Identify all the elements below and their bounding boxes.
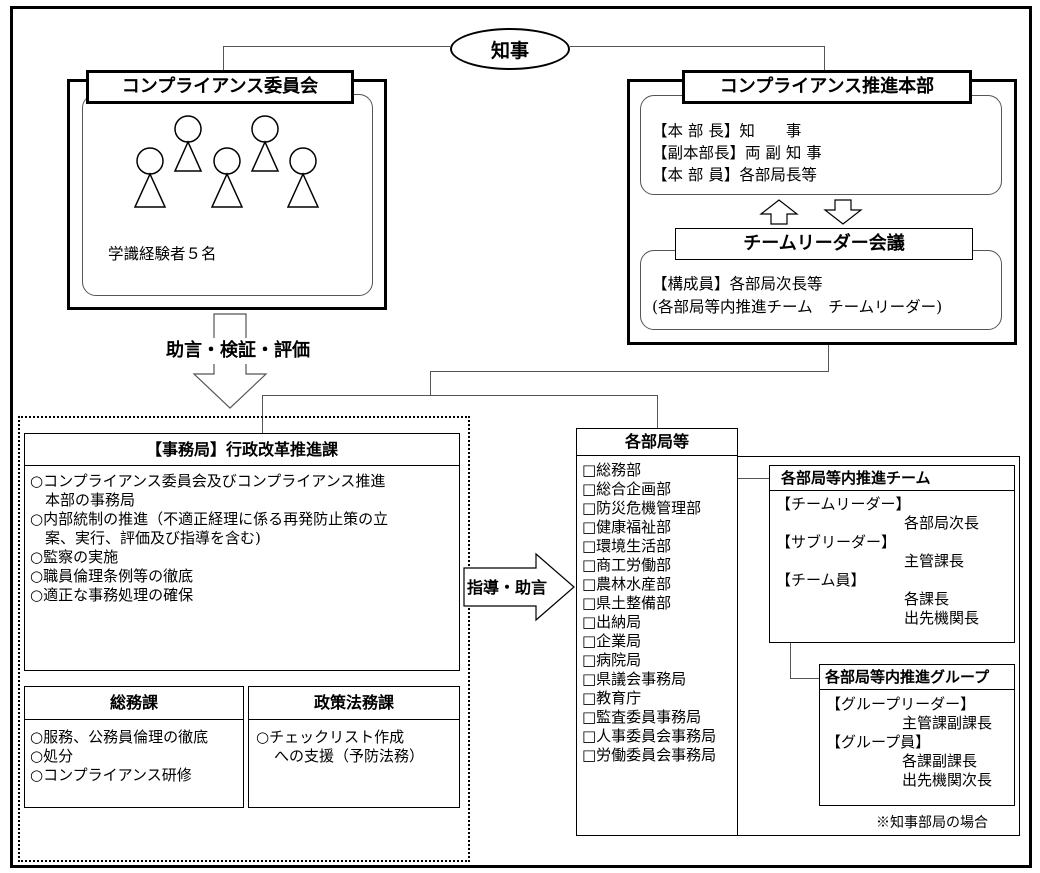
promo-team-line: 【サブリーダー】 xyxy=(776,533,897,551)
general-affairs-line: ○服務、公務員倫理の徹底 xyxy=(30,728,209,746)
hq-row-chief: 【本 部 長】知 事 xyxy=(652,122,802,140)
secretariat-group xyxy=(18,416,470,862)
note-text: ※知事部局の場合 xyxy=(876,815,988,831)
secretariat-title: 【事務局】行政改革推進課 xyxy=(24,433,460,466)
advice-label-text: 助言・検証・評価 xyxy=(166,340,310,361)
connector-team-group-horizontal xyxy=(790,678,819,679)
committee-members: 学識経験者５名 xyxy=(108,245,217,263)
department-item: □人事委員会事務局 xyxy=(582,727,717,745)
general-affairs-lines: ○服務、公務員倫理の徹底 ○処分 ○コンプライアンス研修 xyxy=(30,728,208,785)
policy-legal-line: ○チェックリスト作成 xyxy=(256,728,405,746)
diagram-frame xyxy=(10,6,1032,868)
department-item: □商工労働部 xyxy=(582,556,672,574)
promo-team-lines: 【チームリーダー】 各部局次長 【サブリーダー】 主管課長 【チーム員】 各課長… xyxy=(776,495,1006,628)
promo-team-line: 出先機関長 xyxy=(904,609,980,627)
promo-group-box xyxy=(819,664,1015,806)
connector-governor-committee xyxy=(223,46,450,47)
governor-label: 知事 xyxy=(490,39,529,62)
connector-hq-vertical xyxy=(824,46,825,76)
promo-group-line: 各課副課長 xyxy=(902,752,978,770)
department-item: □労働委員会事務局 xyxy=(582,746,717,764)
connector-hq-down xyxy=(828,345,829,371)
connector-to-secretariat xyxy=(262,395,263,433)
secretariat-line: 案、実行、評価及び指導を含む) xyxy=(30,529,261,547)
department-item: □総務部 xyxy=(582,461,642,479)
policy-legal-title: 政策法務課 xyxy=(248,686,460,720)
general-affairs-line: ○コンプライアンス研修 xyxy=(30,766,192,784)
advice-label-backdrop xyxy=(163,338,313,364)
people-icon xyxy=(133,115,320,208)
connector-horizontal-branch xyxy=(262,395,658,396)
promo-group-line: 出先機関次長 xyxy=(902,771,993,789)
department-item: □環境生活部 xyxy=(582,537,672,555)
departments-box xyxy=(576,428,738,836)
promo-team-line: 各課長 xyxy=(904,590,950,608)
hq-members-box xyxy=(640,95,1002,195)
promo-team-line: 【チーム員】 xyxy=(776,571,866,589)
tl-meeting-box xyxy=(640,250,1002,330)
departments-title: 各部局等 xyxy=(576,428,738,456)
department-item: □企業局 xyxy=(582,632,642,650)
departments-side-panel xyxy=(738,456,1020,836)
connector-dept-team xyxy=(738,478,769,479)
promo-team-line: 主管課長 xyxy=(904,552,965,570)
promo-group-line: 主管課副課長 xyxy=(902,714,993,732)
tl-meeting-row-team: (各部局等内推進チーム チームリーダー) xyxy=(652,298,943,316)
promo-group-line: 【グループ員】 xyxy=(826,733,931,751)
right-arrow-icon xyxy=(463,552,575,622)
promo-team-line: 【チームリーダー】 xyxy=(776,495,911,513)
hq-row-members: 【本 部 員】各部局長等 xyxy=(652,166,817,184)
department-item: □教育庁 xyxy=(582,689,642,707)
department-item: □監査委員事務局 xyxy=(582,708,702,726)
secretariat-line: ○監察の実施 xyxy=(30,548,119,566)
committee-title: コンプライアンス委員会 xyxy=(86,70,354,104)
hq-title: コンプライアンス推進本部 xyxy=(682,70,972,104)
governor-node: 知事 xyxy=(450,28,570,70)
promo-group-title: 各部局等内推進グループ xyxy=(819,664,1015,690)
departments-list: □総務部 □総合企画部 □防災危機管理部 □健康福祉部 □環境生活部 □商工労働… xyxy=(582,461,716,765)
secretariat-line: ○内部統制の推進（不適正経理に係る再発防止策の立 xyxy=(30,510,389,528)
general-affairs-box xyxy=(24,686,244,808)
department-item: □県土整備部 xyxy=(582,594,672,612)
secretariat-line: ○適正な事務処理の確保 xyxy=(30,586,194,604)
secretariat-lines: ○コンプライアンス委員会及びコンプライアンス推進 本部の事務局 ○内部統制の推進… xyxy=(30,472,388,605)
connector-horizontal-top xyxy=(430,371,829,372)
policy-legal-line: への支援（予防法務） xyxy=(274,747,425,765)
tl-meeting-row-members: 【構成員】各部局次長等 xyxy=(652,275,823,293)
guidance-label: 指導・助言 xyxy=(467,578,548,597)
department-item: □県議会事務局 xyxy=(582,670,687,688)
policy-legal-box xyxy=(248,686,460,808)
connector-to-departments xyxy=(657,395,658,428)
secretariat-line: 本部の事務局 xyxy=(30,491,136,509)
secretariat-line: ○職員倫理条例等の徹底 xyxy=(30,567,194,585)
connector-committee-vertical xyxy=(223,46,224,76)
secretariat-line: ○コンプライアンス委員会及びコンプライアンス推進 xyxy=(30,472,386,490)
department-item: □総合企画部 xyxy=(582,480,672,498)
promo-team-box xyxy=(769,465,1015,643)
general-affairs-line: ○処分 xyxy=(30,747,74,765)
department-item: □農林水産部 xyxy=(582,575,672,593)
department-item: □病院局 xyxy=(582,651,642,669)
policy-legal-lines: ○チェックリスト作成 への支援（予防法務） xyxy=(256,728,424,766)
promo-group-lines: 【グループリーダー】 主管課副課長 【グループ員】 各課副課長 出先機関次長 xyxy=(826,695,1012,790)
promo-team-line: 各部局次長 xyxy=(904,514,980,532)
connector-governor-hq xyxy=(570,46,824,47)
promo-group-line: 【グループリーダー】 xyxy=(826,695,976,713)
connector-team-group-vertical xyxy=(790,643,791,678)
general-affairs-title: 総務課 xyxy=(24,686,244,720)
hq-row-vice: 【副本部長】両 副 知 事 xyxy=(652,144,822,162)
promo-team-title: 各部局等内推進チーム xyxy=(769,465,1015,491)
tl-meeting-title: チームリーダー会議 xyxy=(675,228,973,260)
connector-mid-vertical xyxy=(430,371,431,395)
department-item: □健康福祉部 xyxy=(582,518,672,536)
exchange-arrows-icon xyxy=(759,199,863,225)
secretariat-box xyxy=(24,433,460,671)
department-item: □防災危機管理部 xyxy=(582,499,702,517)
department-item: □出納局 xyxy=(582,613,642,631)
